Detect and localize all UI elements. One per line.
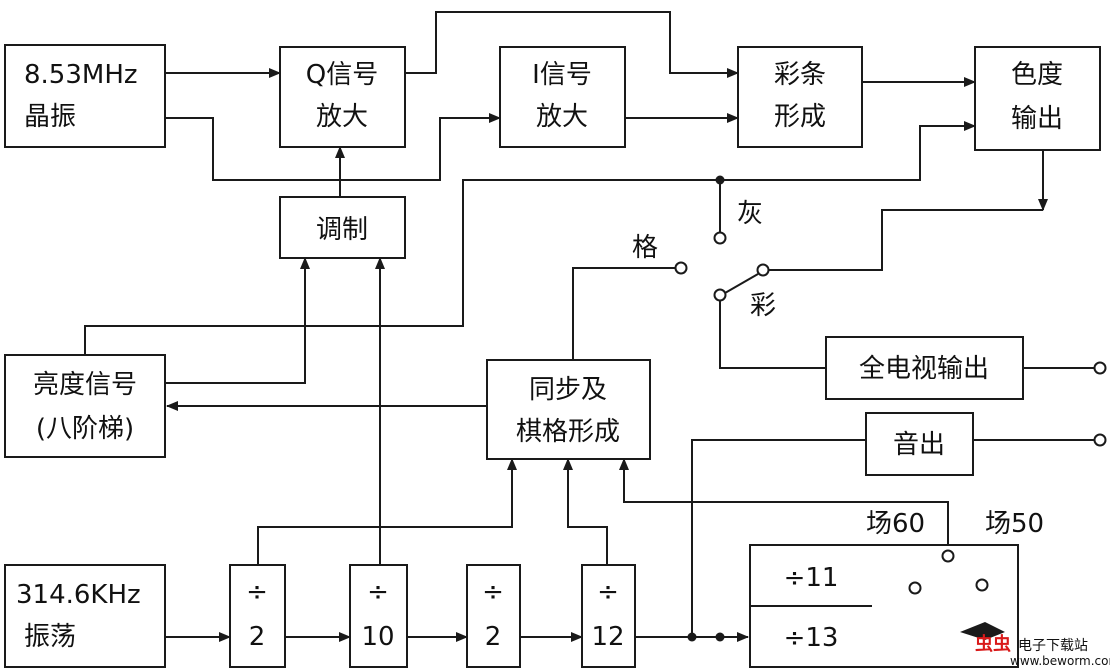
- label-div10-1: ÷: [367, 577, 389, 607]
- label-i-amp-1: I信号: [532, 60, 592, 90]
- block-tv-out: [825, 336, 1024, 400]
- wire-audio: [691, 439, 866, 637]
- junction-gray: [715, 175, 725, 185]
- label-gray: 灰: [737, 199, 763, 229]
- label-luma-1: 亮度信号: [33, 370, 137, 400]
- label-osc-3146-2: 振荡: [24, 622, 76, 652]
- label-div10-2: 10: [361, 622, 394, 652]
- label-field60: 场60: [866, 509, 925, 539]
- terminals: [674, 175, 1107, 642]
- wire-field-sync: [619, 458, 949, 550]
- label-luma-2: (八阶梯): [36, 414, 134, 444]
- label-osc-3146-1: 314.6KHz: [16, 580, 141, 610]
- junction-div12-out: [715, 632, 725, 642]
- block-div2a: [229, 564, 286, 668]
- watermark: 虫虫 电子下载站 www.beworm.com: [960, 622, 1110, 668]
- label-chroma-out-1: 色度: [1011, 60, 1063, 90]
- label-osc-853-1: 8.53MHz: [24, 60, 138, 90]
- blocks: [4, 44, 1101, 668]
- block-modulator: [279, 196, 406, 259]
- terminal-field60: [908, 581, 922, 595]
- wire-luma-mod: [165, 257, 310, 384]
- wire-switch-tvout: [719, 300, 826, 369]
- block-osc-853: [4, 44, 166, 148]
- block-div10: [349, 564, 408, 668]
- block-osc-3146: [4, 564, 166, 668]
- block-chroma-out: [974, 46, 1101, 151]
- terminal-field50: [975, 578, 989, 592]
- label-sync-grid-1: 同步及: [529, 375, 607, 405]
- block-color-bar: [737, 46, 863, 148]
- label-div13: ÷13: [784, 623, 839, 653]
- block-q-amp: [279, 46, 406, 148]
- watermark-brand: 虫虫: [975, 633, 1011, 655]
- label-osc-853-2: 晶振: [24, 102, 76, 132]
- wire-luma-chroma: [84, 121, 976, 355]
- block-labels: 8.53MHz 晶振 Q信号 放大 I信号 放大 彩条 形成 色度 输出 调制 …: [16, 60, 1063, 653]
- block-sync-grid: [486, 359, 651, 460]
- label-field50: 场50: [985, 509, 1044, 539]
- terminal-gray: [713, 231, 727, 245]
- terminal-common: [713, 288, 727, 302]
- label-div12-1: ÷: [597, 577, 619, 607]
- block-audio-out: [865, 412, 974, 476]
- label-sync-grid-2: 棋格形成: [516, 417, 620, 447]
- wire-div2a-sync: [257, 458, 517, 565]
- block-div2b: [466, 564, 521, 668]
- label-div2a-2: 2: [249, 622, 266, 652]
- label-div2a-1: ÷: [246, 577, 268, 607]
- terminal-tv-out: [1093, 361, 1107, 375]
- label-modulator: 调制: [316, 215, 368, 245]
- switch-blade: [724, 273, 759, 294]
- junction-audio: [687, 632, 697, 642]
- wire-chroma-switch: [768, 209, 1043, 271]
- label-i-amp-2: 放大: [536, 102, 588, 132]
- label-q-amp-2: 放大: [316, 102, 368, 132]
- label-q-amp-1: Q信号: [306, 60, 378, 90]
- mortarboard-icon: [960, 622, 1005, 640]
- label-div12-2: 12: [591, 622, 624, 652]
- label-div2b-2: 2: [485, 622, 502, 652]
- label-audio-out: 音出: [893, 430, 945, 460]
- block-div12: [581, 564, 636, 668]
- label-color-bar-2: 形成: [774, 102, 826, 132]
- block-i-amp: [499, 46, 626, 148]
- label-chroma-out-2: 输出: [1011, 104, 1063, 134]
- label-grid: 格: [632, 233, 658, 263]
- terminal-color: [756, 263, 770, 277]
- wire-q-colorbar: [405, 11, 739, 78]
- label-div11: ÷11: [784, 563, 839, 593]
- watermark-url: www.beworm.com: [1010, 654, 1110, 668]
- label-div2b-1: ÷: [482, 577, 504, 607]
- wire-osc-i: [165, 113, 501, 181]
- label-tv-out: 全电视输出: [859, 354, 989, 384]
- block-luma: [4, 354, 166, 458]
- terminal-grid: [674, 261, 688, 275]
- terminal-field-common: [941, 549, 955, 563]
- watermark-site: 电子下载站: [1018, 638, 1088, 654]
- wire-grid-sync: [572, 267, 675, 360]
- label-color-bar-1: 彩条: [774, 60, 826, 90]
- label-color: 彩: [750, 291, 776, 321]
- switch-labels: 灰 格 彩 场60 场50: [632, 199, 1044, 539]
- terminal-audio-out: [1093, 433, 1107, 447]
- wire-div12-sync: [563, 458, 608, 565]
